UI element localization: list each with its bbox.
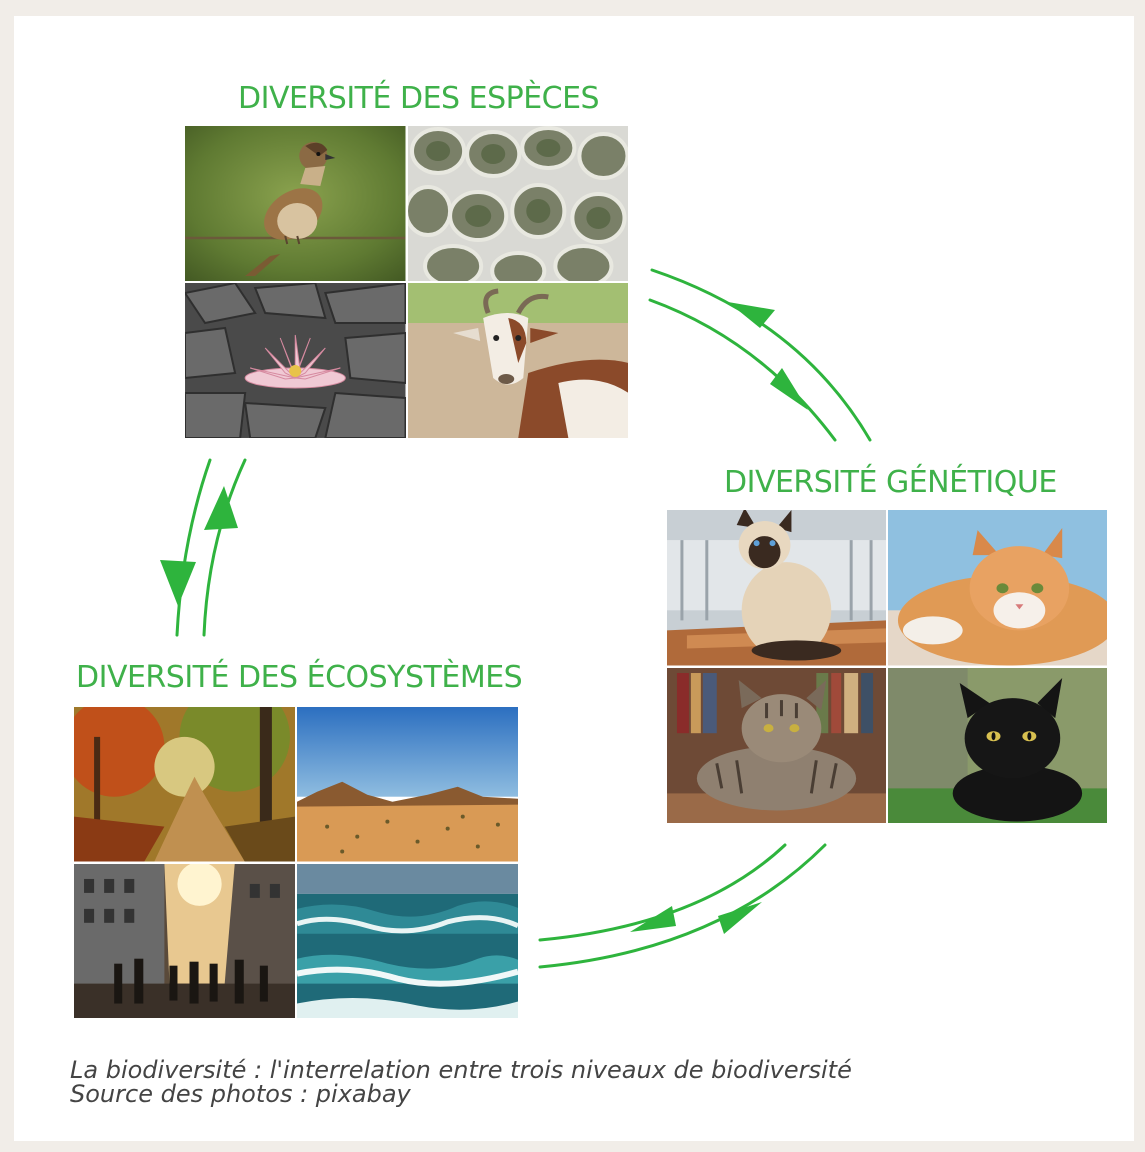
figure-caption: La biodiversité : l'interrelation entre … bbox=[70, 1058, 852, 1106]
siamese-cat-photo bbox=[667, 510, 886, 666]
goat-photo bbox=[407, 283, 628, 438]
tabby-cat-photo bbox=[667, 667, 886, 823]
species-title: DIVERSITÉ DES ESPÈCES bbox=[238, 81, 600, 116]
caption-line-2: Source des photos : pixabay bbox=[70, 1080, 411, 1108]
ocean-waves-photo bbox=[297, 863, 518, 1018]
genetic-photo-grid bbox=[667, 510, 1107, 823]
caption-line-1: La biodiversité : l'interrelation entre … bbox=[70, 1056, 852, 1084]
water-lily-photo bbox=[185, 283, 406, 438]
ecosystems-title: DIVERSITÉ DES ÉCOSYSTÈMES bbox=[76, 660, 523, 695]
genetic-title: DIVERSITÉ GÉNÉTIQUE bbox=[724, 465, 1057, 500]
sparrow-photo bbox=[185, 126, 406, 281]
oysters-photo bbox=[407, 126, 628, 281]
black-cat-photo bbox=[888, 667, 1107, 823]
ecosystems-photo-grid bbox=[74, 707, 518, 1018]
city-street-photo bbox=[74, 863, 295, 1018]
ginger-cat-photo bbox=[888, 510, 1107, 666]
desert-photo bbox=[297, 707, 518, 862]
autumn-forest-photo bbox=[74, 707, 295, 862]
species-photo-grid bbox=[185, 126, 628, 438]
